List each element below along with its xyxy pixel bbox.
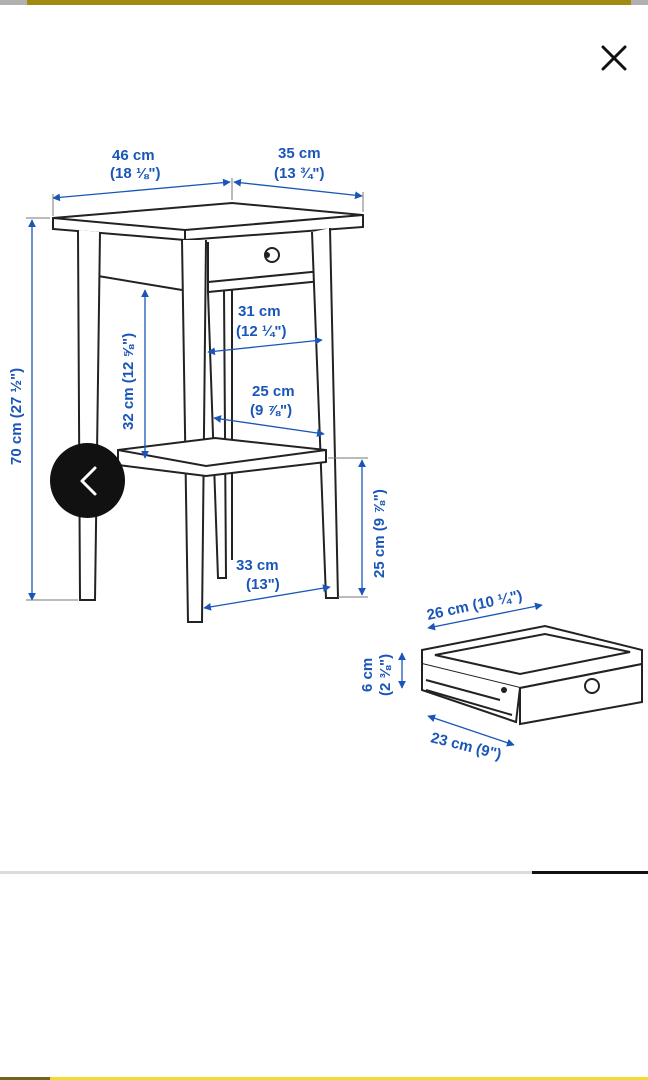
drawer-knob xyxy=(264,247,280,263)
drawer-height-cm-label: 6 cm xyxy=(359,658,376,692)
width-cm-label: 46 cm xyxy=(112,147,155,164)
close-icon xyxy=(601,45,627,71)
inner-depth-shelf-cm-label: 25 cm xyxy=(252,383,295,400)
story-progress-fill xyxy=(27,0,631,5)
depth-inch-label: (13 ¾") xyxy=(274,165,324,182)
drawer-depth-label: 23 cm (9") xyxy=(429,729,503,763)
close-button[interactable] xyxy=(594,38,634,78)
leg-spread-inch-label: (13") xyxy=(246,576,280,593)
shelf-gap-label: 32 cm (12 ⅝") xyxy=(120,333,137,430)
drawer-detail xyxy=(421,624,643,726)
previous-image-button[interactable] xyxy=(50,443,125,518)
depth-cm-label: 35 cm xyxy=(278,145,321,162)
lower-shelf xyxy=(117,436,327,478)
bottom-progress-bar xyxy=(0,1077,648,1080)
carousel-position-indicator xyxy=(0,871,648,874)
carousel-active-thumb xyxy=(532,871,648,874)
table-top xyxy=(52,201,364,242)
inner-depth-top-cm-label: 31 cm xyxy=(238,303,281,320)
inner-depth-top-inch-label: (12 ¼") xyxy=(236,323,286,340)
inner-depth-shelf-inch-label: (9 ⅞") xyxy=(250,402,292,419)
story-progress-bar xyxy=(0,0,648,5)
drawer-height-inch-label: (2 ⅜") xyxy=(377,654,394,696)
bottom-progress-fill xyxy=(0,1077,50,1080)
width-inch-label: (18 ⅛") xyxy=(110,165,160,182)
dimension-lines xyxy=(28,178,543,747)
drawer-detail-knob xyxy=(501,678,600,694)
drawer-front xyxy=(97,234,323,294)
height-label: 70 cm (27 ½") xyxy=(8,368,25,465)
chevron-left-icon xyxy=(80,466,96,495)
leg-spread-cm-label: 33 cm xyxy=(236,557,279,574)
shelf-height-label: 25 cm (9 ⅞") xyxy=(371,489,388,578)
